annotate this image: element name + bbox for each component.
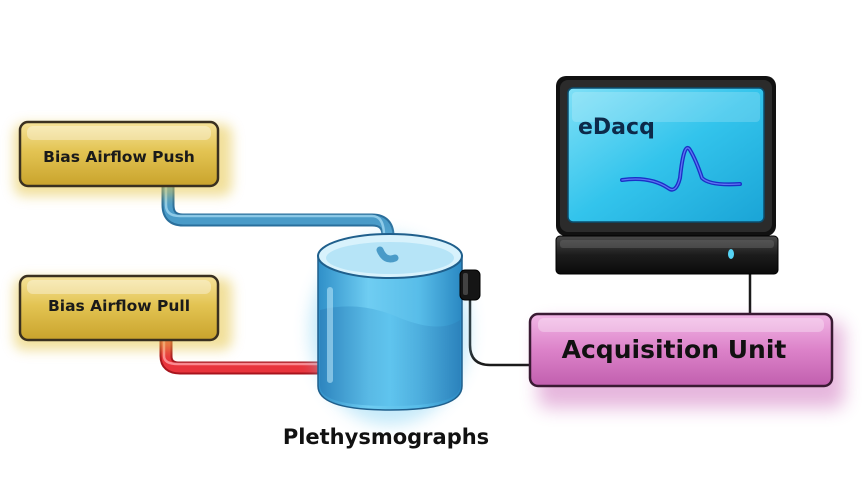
acquisition-box: Acquisition Unit xyxy=(528,312,844,408)
sensor-cable xyxy=(468,294,537,367)
power-led-icon xyxy=(728,249,734,259)
pull-label: Bias Airflow Pull xyxy=(48,297,190,315)
push-box: Bias Airflow Push xyxy=(14,120,232,196)
plethysmographs-label: Plethysmographs xyxy=(283,425,489,449)
acquisition-label: Acquisition Unit xyxy=(562,335,787,364)
monitor-icon: eDacq xyxy=(555,76,779,275)
sensor-icon xyxy=(459,269,481,301)
chamber-icon xyxy=(310,233,470,425)
screen-logo: eDacq xyxy=(578,115,655,140)
pull-box: Bias Airflow Pull xyxy=(14,274,232,350)
push-label: Bias Airflow Push xyxy=(43,148,195,166)
